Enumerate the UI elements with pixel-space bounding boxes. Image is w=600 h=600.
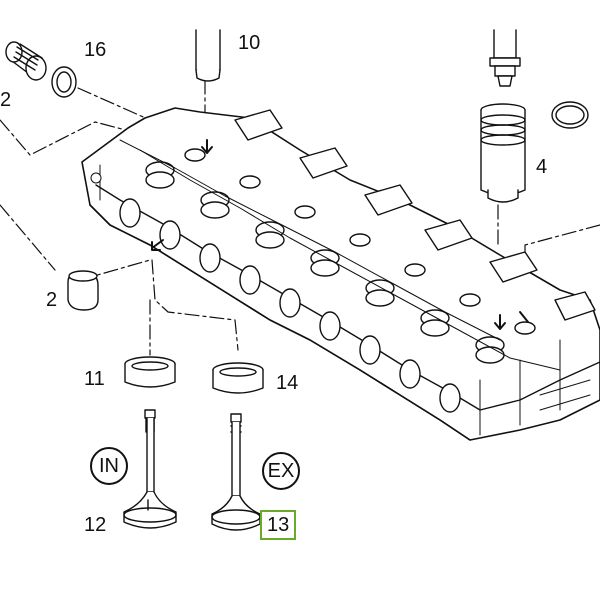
label-part-11: 11 — [84, 368, 105, 390]
label-part-14: 14 — [276, 372, 299, 394]
intake-callout: IN — [90, 447, 128, 485]
plug-part-16 — [5, 41, 77, 98]
seal-part-11 — [124, 356, 176, 388]
label-part-12: 12 — [84, 514, 107, 536]
intake-callout-text: IN — [99, 454, 119, 477]
front-ports — [119, 198, 461, 413]
exhaust-callout: EX — [262, 452, 300, 490]
cylinder-head-block — [81, 107, 600, 441]
valve-part-13 — [211, 413, 261, 531]
label-part-4: 4 — [536, 156, 548, 178]
label-part-13-highlighted[interactable]: 13 — [259, 510, 297, 540]
rocker-towers — [234, 109, 596, 321]
exhaust-callout-text: EX — [267, 459, 295, 482]
label-part-10: 10 — [238, 32, 261, 54]
plug-part-2 — [67, 270, 99, 311]
label-part-2-top: 2 — [0, 89, 12, 111]
block-detail — [90, 139, 591, 436]
valve-part-12 — [123, 409, 177, 529]
label-part-16: 16 — [84, 39, 107, 61]
seal-part-14 — [212, 362, 264, 394]
tube-part-10 — [195, 29, 221, 82]
injector-part-4 — [480, 29, 589, 203]
label-part-2-bottom: 2 — [46, 289, 58, 311]
